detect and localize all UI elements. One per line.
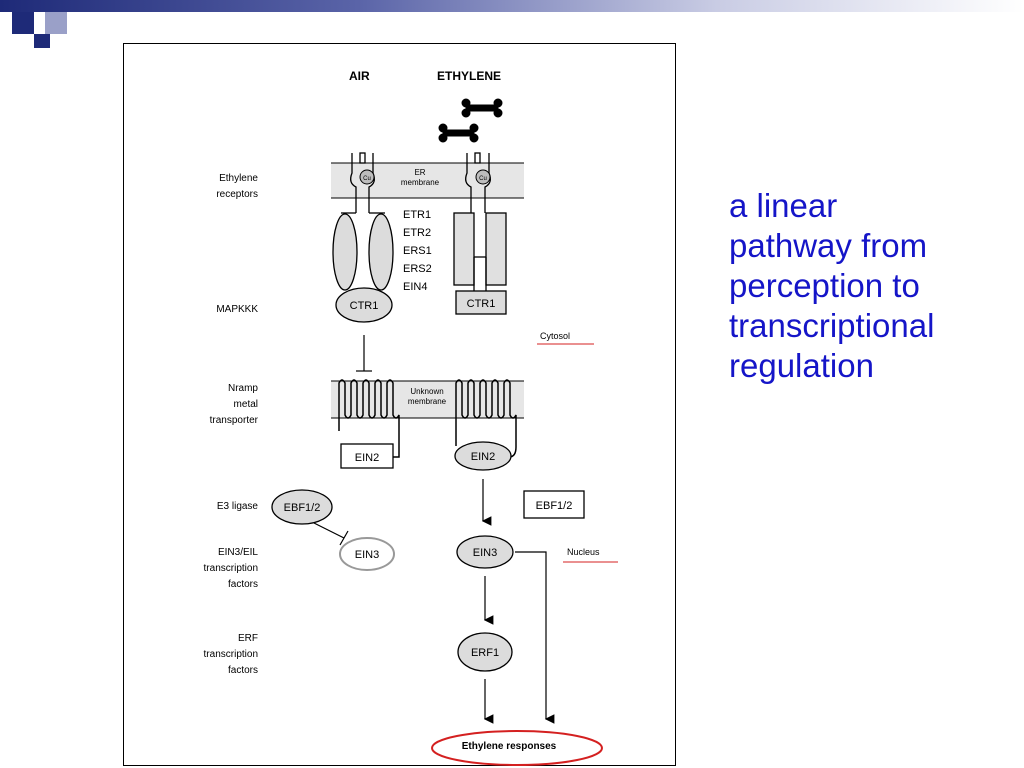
ethylene-label: ETHYLENE bbox=[437, 69, 501, 83]
receptors-label: receptors bbox=[216, 189, 258, 200]
receptor-list-item: ETR1 bbox=[403, 209, 431, 221]
er-membrane-label: membrane bbox=[401, 178, 440, 187]
mapkkk-label: MAPKKK bbox=[216, 304, 258, 315]
ebf-ethylene-label: EBF1/2 bbox=[536, 500, 573, 512]
e3-ligase-label: E3 ligase bbox=[217, 501, 259, 512]
erf-label: transcription bbox=[204, 649, 258, 660]
caption-line: pathway from bbox=[729, 227, 928, 264]
erf1-label: ERF1 bbox=[471, 647, 499, 659]
copper-label: Cu bbox=[479, 176, 487, 182]
copper-ion bbox=[359, 169, 375, 185]
ebf-ethylene-node bbox=[523, 490, 585, 519]
cytosol-label: Cytosol bbox=[540, 331, 570, 341]
ctr1-air-label: CTR1 bbox=[350, 300, 379, 312]
nucleus-label: Nucleus bbox=[567, 547, 600, 557]
air-label: AIR bbox=[349, 69, 370, 83]
corner-square-dark bbox=[12, 12, 34, 34]
ein2-ethylene-label: EIN2 bbox=[471, 451, 495, 463]
transmembrane-loops-air bbox=[338, 379, 400, 458]
receptor-list-item: EIN4 bbox=[403, 281, 427, 293]
unknown-membrane-label: membrane bbox=[408, 397, 447, 406]
ctr1-ethylene-label: CTR1 bbox=[467, 298, 496, 310]
caption-line: a linear bbox=[729, 187, 838, 224]
receptor-air bbox=[332, 152, 394, 291]
caption-line: regulation bbox=[729, 347, 874, 384]
corner-square-small bbox=[34, 34, 50, 48]
arrow bbox=[515, 551, 555, 724]
corner-square-light bbox=[45, 12, 67, 34]
nramp-label: transporter bbox=[210, 415, 259, 426]
ein3eil-label: transcription bbox=[204, 563, 258, 574]
ebf-air-node bbox=[271, 489, 333, 525]
transmembrane-loops-ethylene bbox=[455, 379, 517, 458]
unknown-membrane-label: Unknown bbox=[410, 387, 443, 396]
ctr1-ethylene-node bbox=[455, 290, 507, 315]
ein3-ethylene-node bbox=[456, 535, 514, 569]
title-gradient-bar bbox=[0, 0, 1024, 12]
ein2-air-node bbox=[340, 443, 394, 469]
nramp-label: metal bbox=[234, 399, 258, 410]
ctr1-air-node bbox=[335, 287, 393, 323]
ethylene-molecule bbox=[461, 98, 503, 118]
ein3-ethylene-label: EIN3 bbox=[473, 547, 497, 559]
ein3-air-label: EIN3 bbox=[355, 549, 379, 561]
ein3eil-label: factors bbox=[228, 579, 258, 590]
caption-line: transcriptional bbox=[729, 307, 935, 344]
erf1-node bbox=[457, 632, 513, 672]
responses-highlight-circle bbox=[431, 730, 603, 766]
erf-label: factors bbox=[228, 665, 258, 676]
caption-line: perception to bbox=[729, 267, 920, 304]
ebf-air-label: EBF1/2 bbox=[284, 502, 321, 514]
ethylene-molecule bbox=[438, 123, 479, 143]
erf-label: ERF bbox=[238, 633, 258, 644]
copper-ion bbox=[475, 169, 491, 185]
nramp-label: Nramp bbox=[228, 383, 258, 394]
ein2-ethylene-node bbox=[454, 441, 512, 471]
receptor-list-item: ETR2 bbox=[403, 227, 431, 239]
ethylene-pathway-diagram: AIR ETHYLENE ER membrane Ethylene recept… bbox=[204, 69, 618, 766]
er-membrane-label: ER bbox=[414, 168, 425, 177]
copper-label: Cu bbox=[363, 176, 371, 182]
ethylene-pathway-figure: AIR ETHYLENE ER membrane Ethylene recept… bbox=[123, 43, 676, 766]
inhibition-bar bbox=[339, 530, 349, 546]
ethylene-responses-label: Ethylene responses bbox=[462, 741, 557, 752]
receptor-list-item: ERS2 bbox=[403, 263, 432, 275]
inhibition-line bbox=[313, 522, 345, 539]
slide-caption: a linear pathway from perception to tran… bbox=[729, 186, 1019, 386]
receptors-label: Ethylene bbox=[219, 173, 258, 184]
ein2-air-label: EIN2 bbox=[355, 452, 379, 464]
ein3eil-label: EIN3/EIL bbox=[218, 547, 258, 558]
ein3-air-node bbox=[339, 537, 395, 571]
receptor-list-item: ERS1 bbox=[403, 245, 432, 257]
receptor-ethylene bbox=[453, 152, 507, 291]
